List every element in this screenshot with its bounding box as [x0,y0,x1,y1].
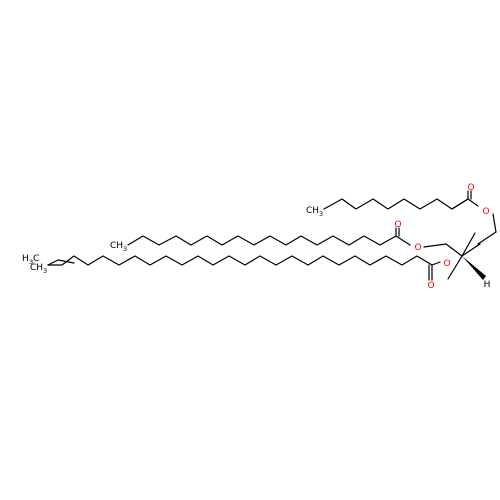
methyl-label-bottom-branch: CH 3 [30,263,47,275]
methyl-middle-sub: 3 [123,245,127,253]
methyl-bottom-h: H [22,254,29,264]
stereo-wedge [462,256,486,280]
chain-middle-bonds [127,235,397,246]
oxygen-label-top-carbonyl: O [467,183,474,193]
methyl-top-ch: CH [306,206,319,216]
methyl-bottom-c: C [33,254,39,264]
oxygen-label-middle-carbonyl: O [394,220,401,230]
chain-top-bonds [323,198,469,210]
backbone-ch2-down [445,243,463,257]
ester-top-ch2-c [477,231,497,245]
methyl-bottom-sub: 3 [29,258,33,266]
methyl-branch-ch: CH [30,263,43,273]
chain-top-to-carbonyl [451,198,469,210]
ester-bottom-co [431,261,441,266]
methyl-top-sub: 3 [319,210,323,218]
oxygen-label-bottom-ester: O [443,259,450,269]
backbone-c2-to-c3 [461,232,476,257]
chain-bottom [47,255,441,281]
chain-top [323,190,497,245]
backbone-c2-ch2 [461,243,481,257]
ester-top-co [467,198,479,207]
methyl-label-bottom-h3c: H 3 C [22,254,39,266]
methyl-middle-ch: CH [110,241,123,251]
chain-bottom-bonds [47,255,433,266]
hydrogen-label-stereo: H [484,280,491,290]
oxygen-label-middle-ester: O [414,243,421,253]
methyl-label-middle: CH 3 [110,241,127,253]
backbone-c2-o2 [447,255,463,280]
chain-bottom-ethyl [47,259,75,266]
ester-top-och2 [492,213,497,233]
oxygen-label-bottom-carbonyl: O [427,281,434,291]
ester-middle-co [395,235,411,246]
oxygen-label-top-ester: O [482,207,489,217]
glycerol-backbone [445,232,486,280]
chain-middle [127,227,447,248]
methyl-branch-sub: 3 [43,267,47,275]
atom-labels: O O O O O O H CH 3 CH 3 H 3 C CH [22,183,490,291]
methyl-label-top: CH 3 [306,206,323,218]
ester-middle-och2 [423,243,447,248]
